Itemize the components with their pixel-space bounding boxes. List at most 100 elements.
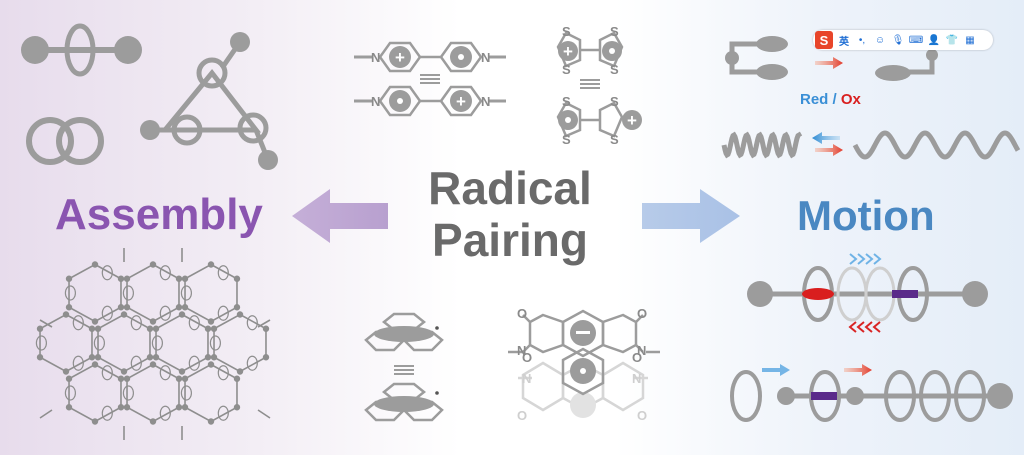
hex-ring [122,385,134,401]
catenane [26,117,104,165]
hex-node [207,318,215,325]
hex-spoke [257,319,271,328]
ime-logo-icon[interactable]: S [815,31,833,49]
triangular-assembly [140,32,278,170]
microphone-icon[interactable]: 🎙 [891,34,905,46]
svg-text:+: + [627,111,637,130]
hex-ring [180,285,192,301]
hex-node [91,361,99,368]
hex-node [181,275,189,282]
hex-node [123,375,131,382]
hex-node [36,354,44,361]
skin-icon[interactable]: 👕 [945,34,959,46]
hex-node [65,304,73,311]
hex-ring [246,355,258,371]
hex-node [207,418,215,425]
hex-node [123,275,131,282]
atom-s: S [610,24,619,39]
plus-charge-1: + [395,48,405,67]
hexagonal-network [35,248,271,440]
ndi-radical-dimer [508,309,660,418]
viologen-bottom [354,85,506,117]
atom-o: O [632,350,642,365]
atom-o: O [637,306,647,321]
hex-ring [217,265,229,281]
atom-n: N [517,343,526,358]
hex-node [204,354,212,361]
hex-ring [151,335,163,351]
hex-node [117,304,125,311]
atom-n: N [481,94,490,109]
hex-node [149,418,157,425]
hex-node [178,311,186,318]
spring-path [852,130,1021,160]
chevrons-red [848,321,881,333]
hex-node [236,311,244,318]
hex-node [207,361,215,368]
atom-s: S [610,62,619,77]
atom-o: O [517,306,527,321]
hex-node [233,275,241,282]
hex-ring [35,335,48,351]
spring-extended [852,130,1021,160]
hex-ring [159,265,171,281]
hex-node [149,261,157,268]
plus-charge-2: + [456,92,466,111]
hex-node [175,304,183,311]
spring-coiled [721,131,803,159]
hex-node [233,404,241,411]
hex-ring [159,365,171,381]
redox-separator: / [828,91,841,108]
motion-label: Motion [797,192,935,239]
molecular-pump [730,370,1013,422]
bistable-switch-left [725,36,788,80]
atom-n: N [481,50,490,65]
ime-language-toggle[interactable]: 英 [839,36,849,48]
atom-o-back: O [637,408,647,423]
hex-node [149,361,157,368]
hex-ring [93,335,106,351]
hex-ring [188,315,200,331]
atom-n: N [637,343,646,358]
hex-ring [72,315,84,331]
atom-s: S [562,94,571,109]
keyboard-icon[interactable]: ⌨ [908,34,924,46]
viologen-charges: + + [395,48,466,111]
hex-node [91,318,99,325]
emoji-icon[interactable]: ☺ [874,34,886,46]
blue-arrow-bottom [762,364,790,376]
hex-node [65,375,73,382]
hex-node [181,375,189,382]
grid-icon[interactable]: ▦ [965,34,975,46]
blue-arrow-mid [812,132,840,144]
hex-spoke [39,409,53,419]
hex-ring [188,355,200,371]
ime-toolbar[interactable]: S 英 •, ☺ 🎙 ⌨ 👤 👕 ▦ [813,30,993,50]
center-title-line1: Radical [428,162,592,214]
svg-text:+: + [563,42,573,61]
red-arrow-mid [815,144,843,156]
redox-label: Red / Ox [800,91,861,108]
arrow-to-assembly [292,189,388,243]
hex-node [262,354,270,361]
phenalenyl-radical-dimer [364,312,444,422]
hex-node [262,325,270,332]
atom-n: N [371,50,380,65]
hex-node [94,325,102,332]
atom-s: S [610,132,619,147]
user-icon[interactable]: 👤 [927,34,941,46]
punctuation-icon[interactable]: •, [858,34,866,46]
spring-path [721,131,803,159]
hex-ring [101,305,113,321]
atom-s: S [562,24,571,39]
hex-node [146,325,154,332]
viologen-top [354,41,506,73]
hex-node [117,275,125,282]
center-title: Radical Pairing [380,162,640,266]
rotaxane-top-left [21,23,142,77]
red-arrow-bottom [844,364,872,376]
hex-ring [159,305,171,321]
hex-ring [101,265,113,281]
